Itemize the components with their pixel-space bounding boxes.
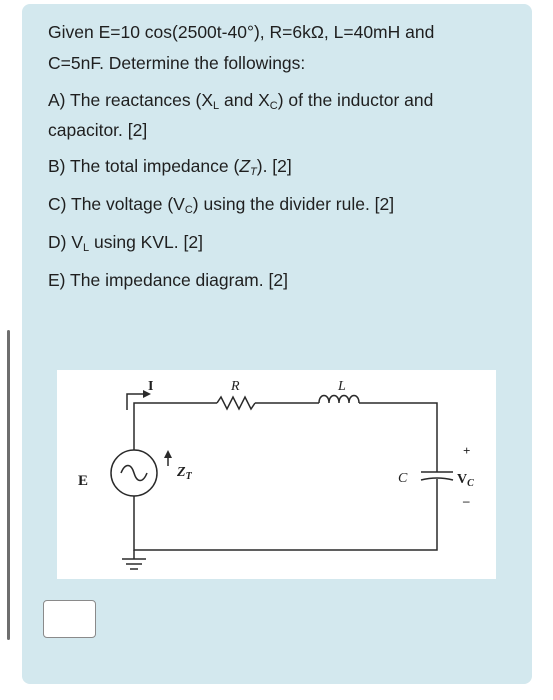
vc-label: VC bbox=[457, 472, 474, 489]
question-intro-line2: C=5nF. Determine the followings: bbox=[48, 53, 306, 73]
vc-minus-sign: – bbox=[462, 493, 470, 508]
question-part-b: B) The total impedance (ZT). [2] bbox=[48, 156, 292, 178]
inductor-label: L bbox=[337, 379, 346, 394]
question-part-a-line2: capacitor. [2] bbox=[48, 120, 148, 140]
capacitor-bottom-plate bbox=[420, 477, 454, 481]
current-label-i: I bbox=[148, 379, 153, 394]
source-label-e: E bbox=[78, 473, 88, 489]
scroll-indicator[interactable] bbox=[7, 330, 10, 640]
resistor-symbol bbox=[216, 395, 256, 411]
sine-wave-icon bbox=[120, 464, 148, 482]
zt-label: ZT bbox=[176, 465, 193, 482]
top-left-wire bbox=[133, 402, 217, 450]
question-part-a-line1: A) The reactances (XL and XC) of the ind… bbox=[48, 90, 434, 112]
bottom-wire bbox=[133, 479, 438, 551]
current-arrow-head bbox=[143, 390, 151, 398]
question-intro-line1: Given E=10 cos(2500t-40°), R=6kΩ, L=40mH… bbox=[48, 22, 435, 42]
top-right-wire bbox=[359, 402, 438, 472]
capacitor-label: C bbox=[398, 471, 408, 486]
question-part-d: D) VL using KVL. [2] bbox=[48, 232, 203, 254]
zt-arrow-head bbox=[164, 450, 172, 458]
resistor-label: R bbox=[230, 379, 240, 394]
circuit-svg: E I R L C ZT + VC – bbox=[78, 379, 474, 570]
question-part-e: E) The impedance diagram. [2] bbox=[48, 270, 288, 290]
vc-plus-sign: + bbox=[463, 443, 470, 458]
current-arrow-line bbox=[126, 393, 145, 410]
circuit-diagram: E I R L C ZT + VC – bbox=[57, 370, 496, 579]
answer-input-box[interactable] bbox=[43, 600, 96, 638]
ac-source-circle bbox=[110, 449, 158, 497]
inductor-symbol bbox=[318, 394, 360, 404]
question-part-c: C) The voltage (VC) using the divider ru… bbox=[48, 194, 395, 216]
